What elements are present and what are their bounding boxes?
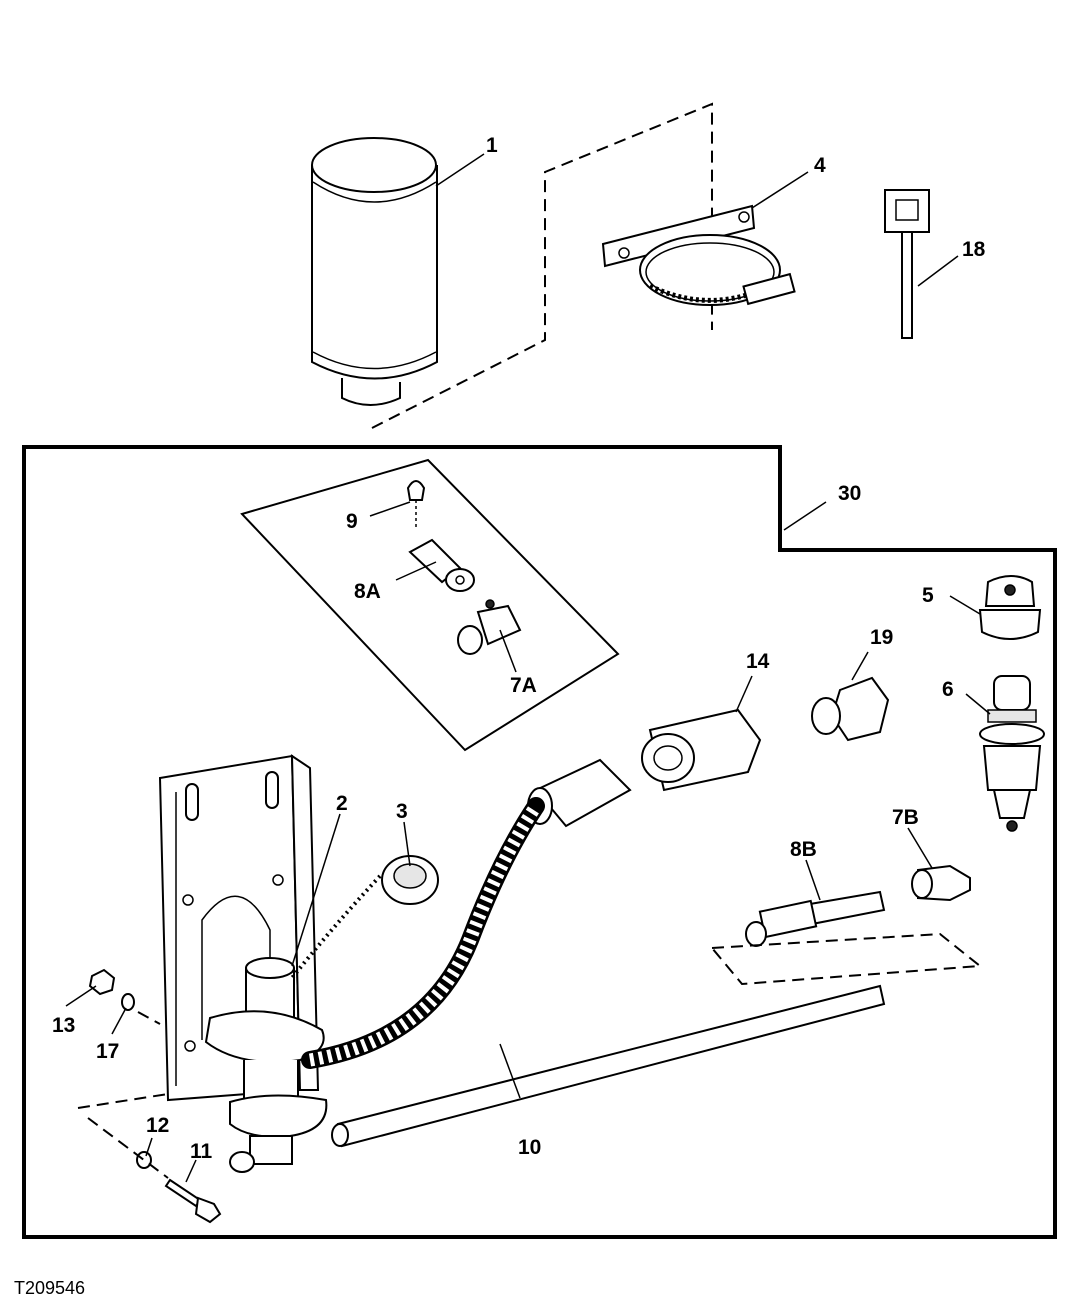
assembly-line-8B bbox=[709, 932, 983, 986]
cable-tie bbox=[884, 189, 930, 339]
callout-19: 19 bbox=[870, 626, 893, 649]
inset-panel bbox=[240, 458, 620, 752]
callout-30: 30 bbox=[838, 482, 861, 505]
callout-3: 3 bbox=[396, 800, 408, 823]
cap-9 bbox=[406, 480, 426, 530]
callout-6: 6 bbox=[942, 678, 954, 701]
callout-1: 1 bbox=[486, 134, 498, 157]
figure-reference: T209546 bbox=[14, 1278, 85, 1298]
elbow-7A bbox=[457, 599, 522, 655]
callout-18: 18 bbox=[962, 238, 986, 261]
clamp-with-bracket bbox=[601, 204, 796, 306]
harness-plug bbox=[527, 758, 632, 828]
assembly-line-1-4 bbox=[371, 102, 713, 429]
leader-lines bbox=[65, 153, 991, 1183]
callout-7B: 7B bbox=[892, 806, 919, 829]
sensor-6 bbox=[979, 675, 1045, 832]
filter-canister bbox=[311, 137, 438, 406]
callout-2: 2 bbox=[336, 792, 348, 815]
callout-11: 11 bbox=[190, 1140, 213, 1163]
nut-13 bbox=[88, 968, 116, 996]
callout-10: 10 bbox=[518, 1136, 541, 1159]
assembly-line-fasteners bbox=[77, 1011, 169, 1179]
tube-10 bbox=[331, 984, 886, 1148]
callout-12: 12 bbox=[146, 1114, 169, 1137]
callout-7A: 7A bbox=[510, 674, 537, 697]
washer-12 bbox=[136, 1151, 152, 1169]
callout-9: 9 bbox=[346, 510, 358, 533]
callout-8A: 8A bbox=[354, 580, 381, 603]
wire-loom bbox=[301, 797, 545, 1069]
fitting-2 bbox=[204, 957, 328, 1173]
callout-5: 5 bbox=[922, 584, 934, 607]
bolt-11 bbox=[164, 1178, 222, 1224]
hex-plug-19 bbox=[811, 676, 890, 742]
callout-14: 14 bbox=[746, 650, 770, 673]
probe-8B bbox=[745, 890, 886, 947]
callout-17: 17 bbox=[96, 1040, 119, 1063]
kit-outline bbox=[22, 445, 1057, 1239]
washer-17 bbox=[121, 993, 135, 1011]
callout-4: 4 bbox=[814, 154, 826, 177]
fitting-8A bbox=[408, 538, 475, 592]
callout-8B: 8B bbox=[790, 838, 817, 861]
fitting-7B bbox=[911, 864, 971, 902]
dust-cap-5 bbox=[978, 575, 1042, 640]
callout-13: 13 bbox=[52, 1014, 75, 1037]
connector-14 bbox=[641, 708, 762, 792]
